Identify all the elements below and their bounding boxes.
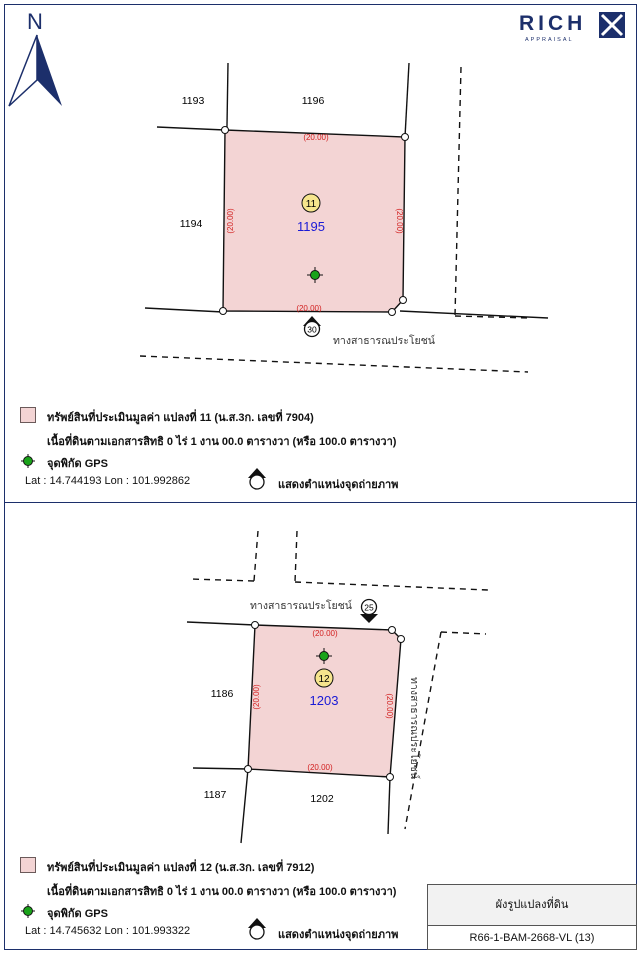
dim-top: (20.00) [312,629,338,638]
svg-text:30: 30 [307,325,317,335]
title-block-code: R66-1-BAM-2668-VL (13) [469,932,595,944]
parcel-number: 1195 [297,219,325,234]
legend-gps: จุดพิกัด GPS [47,458,108,470]
parcel-seq-badge: 12 [314,668,334,688]
legend-property: ทรัพย์สินที่ประเมินมูลค่า แปลงที่ 12 (น.… [47,862,315,874]
dim-right: (20.00) [395,208,404,234]
parcel-seq-badge: 11 [301,193,321,213]
neighbor-1196: 1196 [302,95,325,107]
legend-coords: Lat : 14.744193 Lon : 101.992862 [25,475,191,487]
svg-text:11: 11 [306,199,317,210]
road-label-side: ทางสาธารณประโยชน์ [408,677,421,779]
gps-point-icon[interactable] [307,267,323,283]
neighbor-1187: 1187 [204,789,227,801]
legend-property: ทรัพย์สินที่ประเมินมูลค่า แปลงที่ 11 (น.… [47,412,314,424]
road-label: ทางสาธารณประโยชน์ [333,334,435,347]
property-swatch [20,857,36,873]
svg-text:25: 25 [364,603,374,613]
dim-right: (20.00) [385,693,394,719]
title-block-title: ผังรูปแปลงที่ดิน [428,885,636,926]
legend-1: ทรัพย์สินที่ประเมินมูลค่า แปลงที่ 11 (น.… [20,405,420,495]
map-2: (20.00) (20.00) (20.00) (20.00) 1186 118… [186,530,489,844]
north-arrow-icon: N [8,9,62,107]
camera-position-icon[interactable]: 30 [303,316,321,338]
parcel-number: 1203 [310,693,339,708]
road-label-top: ทางสาธารณประโยชน์ [250,599,352,612]
section-divider [4,502,637,503]
svg-text:12: 12 [318,674,330,685]
legend-area: เนื้อที่ดินตามเอกสารสิทธิ 0 ไร่ 1 งาน 00… [47,886,397,898]
camera-position-icon [248,918,266,940]
neighbor-1186: 1186 [211,688,234,700]
camera-position-icon[interactable]: 25 [360,598,378,624]
title-block: ผังรูปแปลงที่ดิน R66-1-BAM-2668-VL (13) [427,884,637,950]
legend-photo: แสดงตำแหน่งจุดถ่ายภาพ [278,929,399,941]
map-frame [4,4,637,950]
property-swatch [20,407,36,423]
gps-point-icon[interactable] [316,648,332,664]
neighbor-1202: 1202 [310,793,334,805]
gps-point-icon [21,454,35,468]
legend-gps: จุดพิกัด GPS [47,908,108,920]
legend-photo: แสดงตำแหน่งจุดถ่ายภาพ [278,479,399,491]
dim-left: (20.00) [252,684,261,710]
camera-position-icon [248,468,266,490]
rich-appraisal-logo: RICH APPRAISAL [519,12,625,43]
map-1: N (20.00) (20.00) (20.00) (20.00) 1193 1… [8,9,549,373]
neighbor-1193: 1193 [182,95,205,107]
dim-top: (20.00) [303,133,329,142]
gps-point-icon [21,904,35,918]
dim-bottom: (20.00) [296,304,322,313]
legend-area: เนื้อที่ดินตามเอกสารสิทธิ 0 ไร่ 1 งาน 00… [47,436,397,448]
logo-text: RICH [519,12,586,35]
parcel-1203[interactable] [247,624,402,778]
dim-left: (20.00) [226,208,235,234]
legend-coords: Lat : 14.745632 Lon : 101.993322 [25,925,191,937]
dim-bottom: (20.00) [307,763,333,772]
logo-subtext: APPRAISAL [525,37,574,43]
neighbor-1194: 1194 [180,218,203,230]
legend-2: ทรัพย์สินที่ประเมินมูลค่า แปลงที่ 12 (น.… [20,855,420,945]
svg-text:N: N [27,9,43,34]
parcel-1195[interactable] [222,129,406,313]
